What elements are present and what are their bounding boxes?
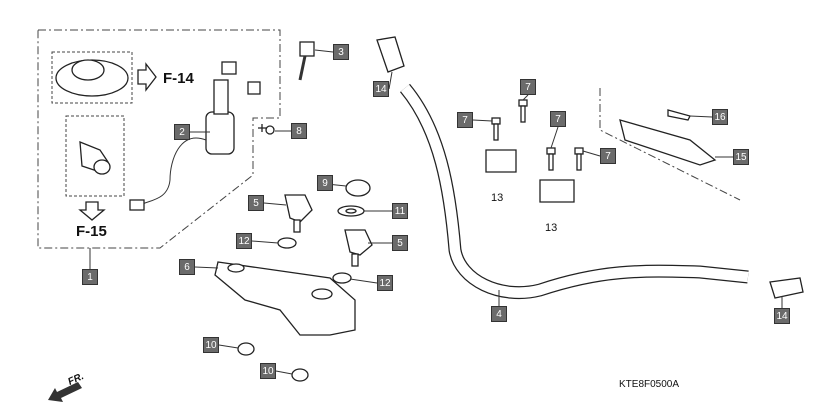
callout-7: 7 bbox=[457, 112, 473, 128]
callout-3: 3 bbox=[333, 44, 349, 60]
key bbox=[299, 41, 315, 57]
callout-8: 8 bbox=[291, 123, 307, 139]
callout-7: 7 bbox=[600, 148, 616, 164]
callout-10: 10 bbox=[260, 363, 276, 379]
callout-6: 6 bbox=[179, 259, 195, 275]
callout-10: 10 bbox=[203, 337, 219, 353]
callout-2: 2 bbox=[174, 124, 190, 140]
callout-1: 1 bbox=[82, 269, 98, 285]
diagram-code: KTE8F0500A bbox=[619, 379, 680, 390]
callout-12: 12 bbox=[236, 233, 252, 249]
callout-16: 16 bbox=[712, 109, 728, 125]
ignition-switch bbox=[205, 111, 235, 155]
callout-5: 5 bbox=[248, 195, 264, 211]
callout-9: 9 bbox=[317, 175, 333, 191]
callout-14: 14 bbox=[373, 81, 389, 97]
callout-4: 4 bbox=[491, 306, 507, 322]
handlebar-bracket bbox=[214, 261, 356, 336]
callout-7: 7 bbox=[550, 111, 566, 127]
reference-f14: F-14 bbox=[163, 70, 194, 87]
label-13: 13 bbox=[545, 222, 558, 234]
callout-5: 5 bbox=[392, 235, 408, 251]
reference-f15: F-15 bbox=[76, 223, 107, 240]
callout-15: 15 bbox=[733, 149, 749, 165]
assembly-1-boundary bbox=[37, 29, 281, 249]
callout-14: 14 bbox=[774, 308, 790, 324]
label-13: 13 bbox=[491, 192, 504, 204]
front-arrow bbox=[48, 382, 82, 402]
callout-12: 12 bbox=[377, 275, 393, 291]
callout-7: 7 bbox=[520, 79, 536, 95]
callout-11: 11 bbox=[392, 203, 408, 219]
